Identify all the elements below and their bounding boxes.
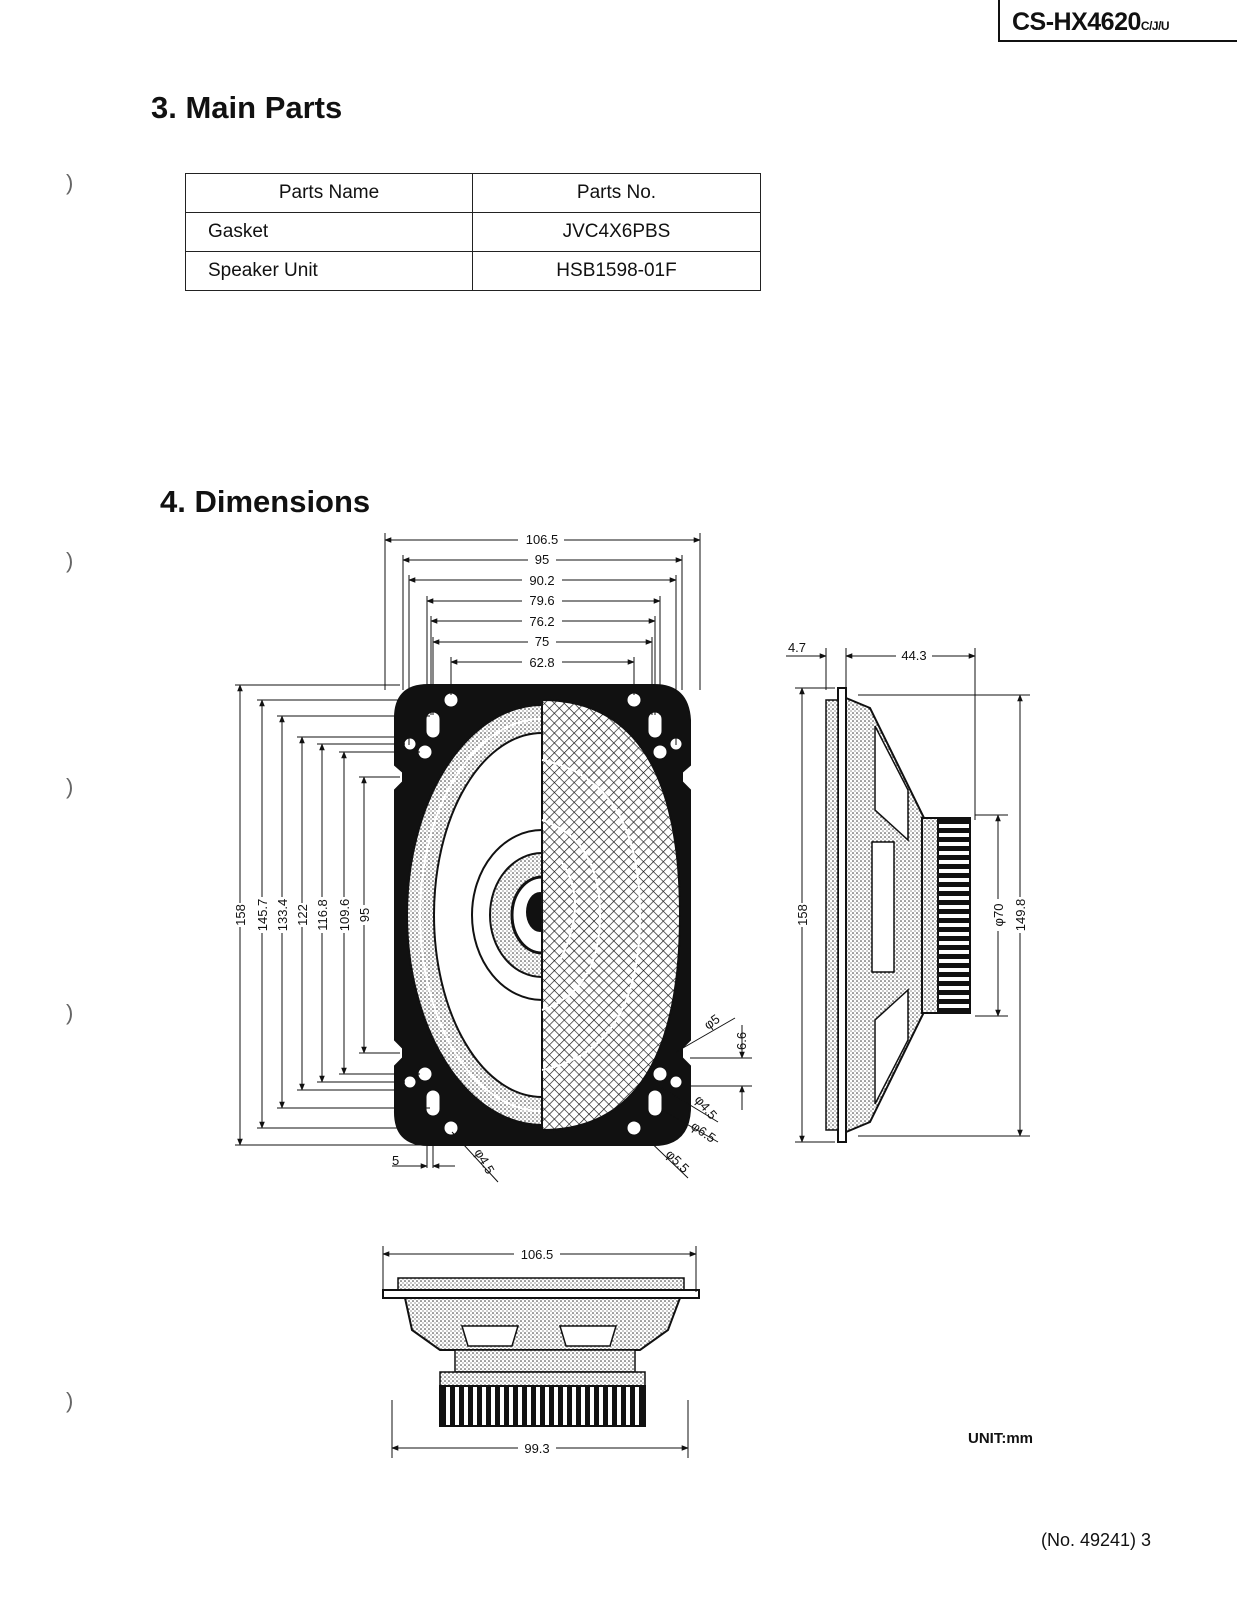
dim-label: φ6.5 <box>688 1118 718 1145</box>
dim-label: 109.6 <box>337 899 352 932</box>
page-reference: (No. 49241) 3 <box>1041 1530 1152 1550</box>
side-view <box>825 687 971 1143</box>
dim-label: 75 <box>535 634 549 649</box>
hole-callout-lines <box>392 1017 752 1183</box>
dim-label: 122 <box>295 904 310 926</box>
dim-label: 145.7 <box>255 899 270 932</box>
dim-label: 133.4 <box>275 899 290 932</box>
side-dimension-labels: 4.7 44.3 158 φ70 149.8 <box>788 640 1028 933</box>
dim-label: 90.2 <box>529 573 554 588</box>
dim-label: 106.5 <box>526 532 559 547</box>
margin-mark: ) <box>66 1388 74 1413</box>
dim-label: 158 <box>233 904 248 926</box>
dimensions-heading: 4. Dimensions <box>160 484 371 519</box>
dim-label: 76.2 <box>529 614 554 629</box>
dim-label: 158 <box>795 904 810 926</box>
dim-label: 149.8 <box>1013 899 1028 932</box>
part-number-cell: HSB1598-01F <box>472 251 761 291</box>
column-header-parts-name: Parts Name <box>185 173 473 213</box>
dim-label: 79.6 <box>529 593 554 608</box>
part-name-cell: Speaker Unit <box>185 251 473 291</box>
margin-mark: ) <box>66 170 74 195</box>
model-name: CS-HX4620 <box>1012 8 1141 36</box>
dim-label: 6.6 <box>734 1032 749 1050</box>
bottom-dimension-labels: 106.5 99.3 <box>514 1246 560 1456</box>
dim-label: 44.3 <box>901 648 926 663</box>
main-parts-heading: 3. Main Parts <box>151 90 343 125</box>
dim-label: 5 <box>392 1153 399 1168</box>
dim-label: 62.8 <box>529 655 554 670</box>
front-height-labels: 158 145.7 133.4 122 116.8 109.6 95 <box>232 897 372 933</box>
dim-label: 95 <box>535 552 549 567</box>
dim-label: φ5 <box>701 1011 722 1032</box>
model-header-box <box>998 0 1237 42</box>
margin-mark: ) <box>66 1000 74 1025</box>
dim-label: φ5.5 <box>663 1147 692 1176</box>
model-suffix: C/J/U <box>1140 19 1170 33</box>
margin-mark: ) <box>66 774 74 799</box>
parts-table: Parts Name Parts No. Gasket JVC4X6PBS Sp… <box>185 173 761 291</box>
front-width-labels: 106.5 95 90.2 79.6 76.2 75 62.8 <box>518 532 564 670</box>
dim-label: 106.5 <box>521 1247 554 1262</box>
table-header-row: Parts Name Parts No. <box>185 173 761 213</box>
dim-label: φ4.5 <box>471 1146 497 1176</box>
unit-label: UNIT:mm <box>968 1430 1034 1447</box>
table-row: Speaker Unit HSB1598-01F <box>185 251 761 291</box>
dim-label: 4.7 <box>788 640 806 655</box>
dim-label: φ70 <box>991 904 1006 927</box>
dim-label: 99.3 <box>524 1441 549 1456</box>
dim-label: 116.8 <box>315 899 330 931</box>
part-name-cell: Gasket <box>185 212 473 252</box>
dim-label: 95 <box>357 908 372 922</box>
front-view <box>393 684 691 1146</box>
model-number: CS-HX4620C/J/U <box>1012 8 1170 37</box>
margin-mark: ) <box>66 548 74 573</box>
bottom-view <box>382 1277 700 1427</box>
